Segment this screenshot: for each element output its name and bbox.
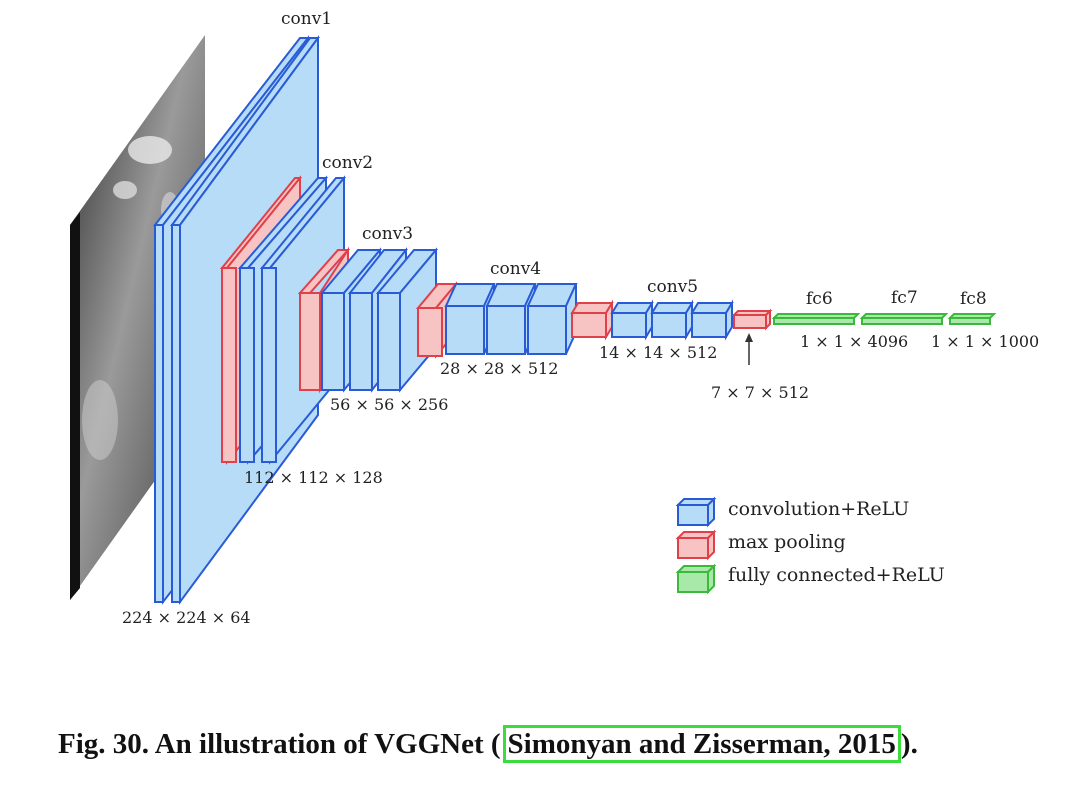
- legend: convolution+ReLU max pooling fully conne…: [675, 496, 945, 595]
- dim-224-label: 224 × 224 × 64: [122, 608, 251, 627]
- legend-conv-label: convolution+ReLU: [728, 498, 909, 520]
- input-image: [70, 35, 205, 600]
- conv3-label: conv3: [362, 224, 413, 244]
- conv1-label: conv1: [281, 9, 332, 29]
- conv5-label: conv5: [647, 277, 698, 297]
- caption-citation: Simonyan and Zisserman, 2015: [502, 725, 901, 763]
- conv4-label: conv4: [490, 259, 541, 279]
- dim-56-label: 56 × 56 × 256: [330, 395, 448, 414]
- legend-conv-swatch: [675, 496, 717, 528]
- fc8-block: [947, 313, 997, 325]
- caption-prefix: Fig. 30.: [58, 728, 150, 760]
- dim-112-label: 112 × 112 × 128: [244, 468, 383, 487]
- legend-fc-label: fully connected+ReLU: [728, 564, 945, 586]
- conv5-block: [610, 299, 734, 341]
- dim-28-label: 28 × 28 × 512: [440, 359, 558, 378]
- pool5-arrow: [745, 333, 753, 365]
- fc7-label: fc7: [891, 288, 918, 308]
- fc7-block: [859, 313, 949, 325]
- caption-suffix: ).: [900, 728, 918, 760]
- fc8-label: fc8: [960, 289, 987, 309]
- dim-14-label: 14 × 14 × 512: [599, 343, 717, 362]
- dim-7-label: 7 × 7 × 512: [711, 383, 809, 402]
- fc6-label: fc6: [806, 289, 833, 309]
- fc6-block: [771, 313, 861, 325]
- legend-pool-swatch: [675, 529, 717, 561]
- conv4-block: [444, 283, 578, 355]
- dim-1000-label: 1 × 1 × 1000: [931, 332, 1039, 351]
- dim-4096-label: 1 × 1 × 4096: [800, 332, 908, 351]
- legend-pool-label: max pooling: [728, 531, 846, 553]
- pool4-block: [570, 299, 614, 341]
- pool5-block: [731, 308, 773, 331]
- conv2-label: conv2: [322, 153, 373, 173]
- caption-text: An illustration of VGGNet (: [154, 728, 501, 760]
- figure-caption: Fig. 30. An illustration of VGGNet (Simo…: [58, 725, 918, 763]
- legend-fc-swatch: [675, 563, 717, 595]
